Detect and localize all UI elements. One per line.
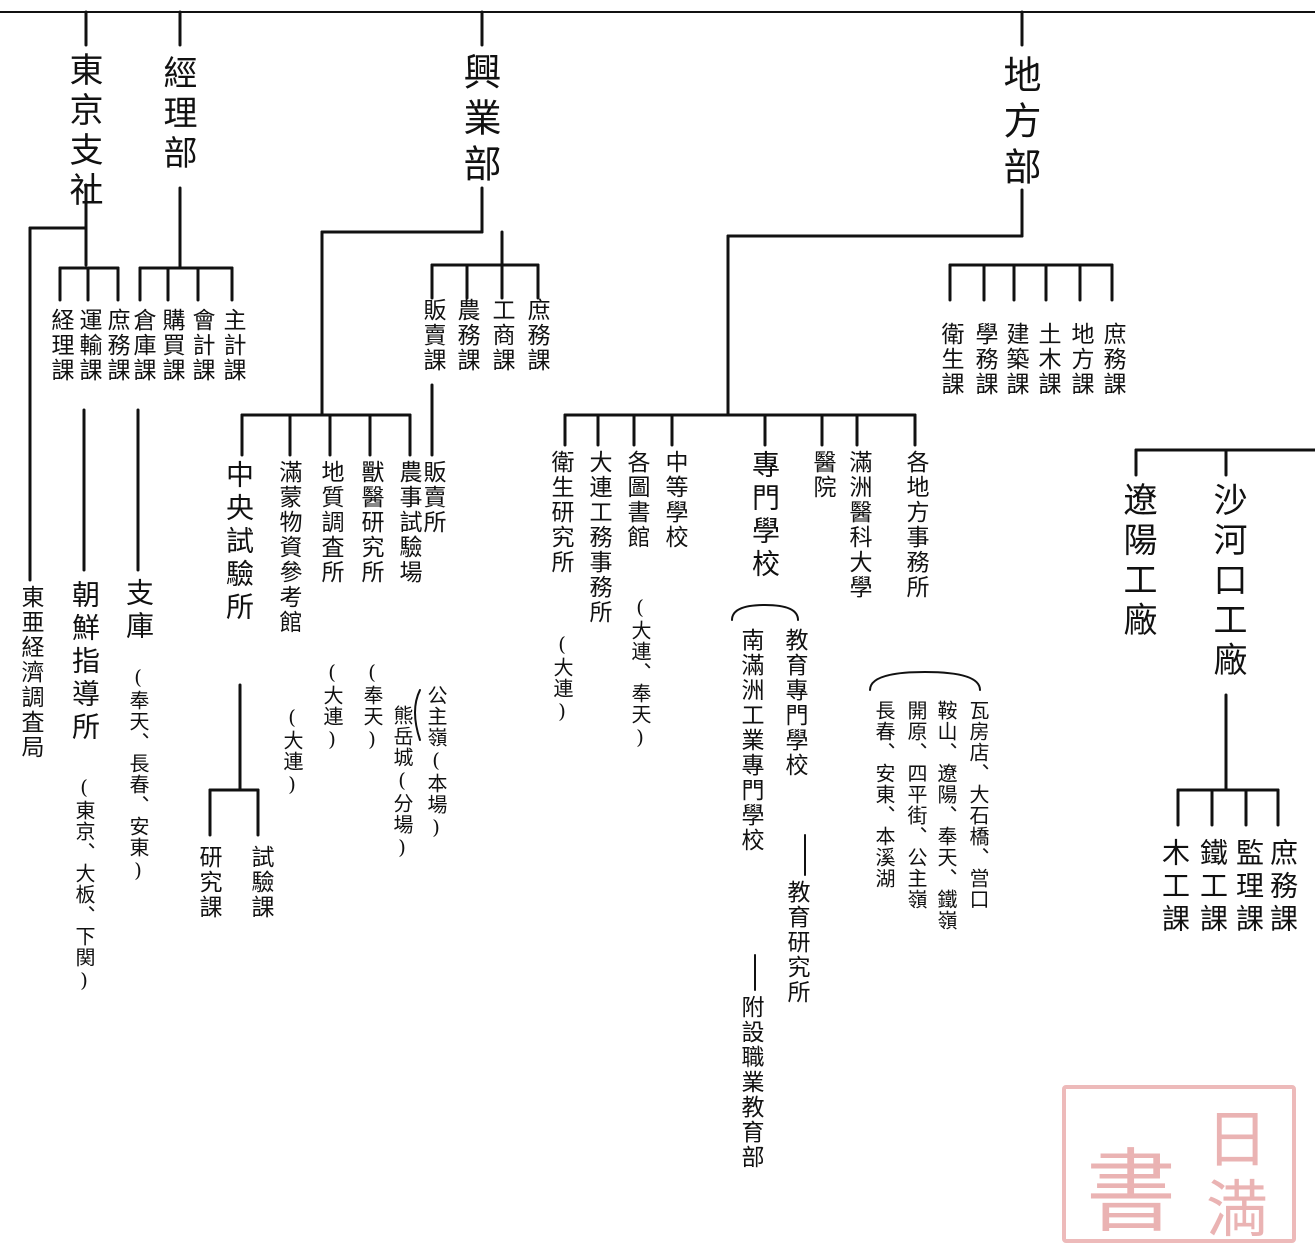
chiho-medical-university: 滿洲醫科大學 [845, 450, 871, 600]
local-offices-places: 長春、安東、本溪湖 [872, 700, 896, 889]
central-lab-research: 研究課 [195, 845, 221, 920]
tokyo-unit: 運輸課 [75, 308, 101, 383]
works-unit: 庶務課 [1266, 838, 1299, 937]
education-research-institute: 教育研究所 [783, 880, 809, 1005]
kogyo-museum-note: (大連) [280, 705, 304, 797]
works-unit: 木工課 [1158, 838, 1191, 937]
chiho-unit: 土木課 [1034, 322, 1060, 397]
dept-kogyo: 興業部 [457, 52, 501, 190]
chiho-local-offices: 各地方事務所 [902, 450, 928, 600]
dept-keiri: 經理部 [157, 55, 197, 175]
seal-glyph: 日 [1206, 1103, 1269, 1176]
seal-glyph: 書 [1086, 1140, 1176, 1245]
tokyo-depot: 支庫 [122, 578, 155, 644]
kogyo-unit: 販賣課 [419, 298, 445, 373]
kogyo-farm-note-branch: 熊岳城(分場) [390, 705, 414, 860]
liaoyang-works: 遼陽工廠 [1117, 482, 1157, 642]
local-offices-places: 開原、四平街、公主嶺 [904, 700, 928, 910]
kogyo-geo-note: (大連) [320, 660, 344, 752]
tokyo-survey-bureau: 東亜経濟調査局 [17, 585, 43, 760]
hygiene-note: (大連) [550, 632, 574, 724]
chiho-libraries: 各圖書館 [623, 450, 649, 550]
vocational-education-dept: 附設職業教育部 [737, 995, 763, 1170]
local-offices-places: 瓦房店、大石橋、営口 [966, 700, 990, 910]
chiho-unit: 學務課 [971, 322, 997, 397]
local-offices-places: 鞍山、遼陽、奉天、鐵嶺 [934, 700, 958, 931]
education-vocational-school: 教育專門學校 [781, 628, 807, 778]
kogyo-vet-institute: 獸醫研究所 [357, 460, 383, 585]
tokyo-depot-note: (奉天、長春、安東) [126, 665, 150, 883]
kogyo-unit: 工商課 [488, 298, 514, 373]
chiho-dalian-works-office: 大連工務事務所 [585, 450, 611, 625]
kogyo-unit: 農務課 [453, 298, 479, 373]
shahekou-works: 沙河口工廠 [1207, 482, 1247, 682]
tokyo-unit: 経理課 [47, 308, 73, 383]
works-unit: 鐵工課 [1196, 838, 1229, 937]
chiho-unit: 庶務課 [1099, 322, 1125, 397]
dept-chiho: 地方部 [997, 55, 1041, 193]
keiri-unit: 倉庫課 [129, 308, 155, 383]
tokyo-guidance-note: (東京、大板、下関) [72, 775, 96, 993]
keiri-unit: 購買課 [158, 308, 184, 383]
central-lab-testing: 試驗課 [247, 845, 273, 920]
kogyo-farm-station: 農事試驗場 [395, 460, 421, 585]
kogyo-unit: 庶務課 [523, 298, 549, 373]
kogyo-sales-office: 販賣所 [419, 460, 445, 535]
chiho-middle-schools: 中等學校 [661, 450, 687, 550]
kogyo-farm-note-main: 公主嶺(本場) [424, 685, 448, 840]
keiri-unit: 主計課 [219, 308, 245, 383]
seal-glyph: 満 [1206, 1173, 1269, 1246]
keiri-unit: 會計課 [188, 308, 214, 383]
chiho-unit: 地方課 [1067, 322, 1093, 397]
kogyo-central-lab: 中央試驗所 [222, 460, 255, 625]
south-manchuria-tech-school: 南滿洲工業專門學校 [737, 628, 763, 853]
chiho-hospital: 醫院 [809, 450, 835, 500]
chiho-hygiene-institute: 衛生研究所 [547, 450, 573, 575]
chiho-unit: 建築課 [1002, 322, 1028, 397]
chiho-vocational-schools: 專門學校 [748, 450, 781, 582]
library-seal-stamp: 日 満 書 [1062, 1085, 1296, 1246]
tokyo-guidance-office: 朝鮮指導所 [68, 580, 101, 745]
kogyo-geo-survey: 地質調査所 [317, 460, 343, 585]
dept-tokyo: 東京支社 [63, 52, 103, 212]
tokyo-unit: 庶務課 [103, 308, 129, 383]
libraries-note: (大連、奉天) [628, 595, 652, 750]
kogyo-vet-note: (奉天) [360, 660, 384, 752]
kogyo-museum: 滿蒙物資參考館 [275, 460, 301, 635]
works-unit: 監理課 [1232, 838, 1265, 937]
chiho-unit: 衛生課 [937, 322, 963, 397]
